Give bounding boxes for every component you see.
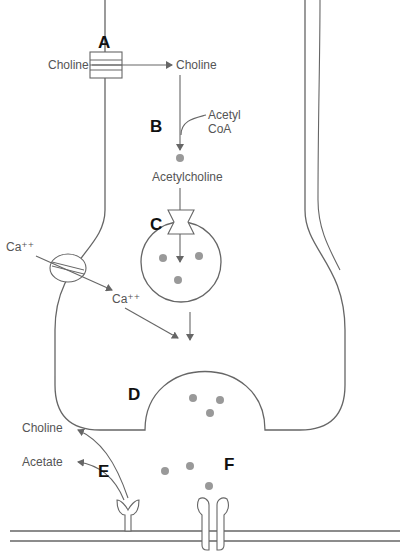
ion-text: Ca⁺⁺ [112,292,140,306]
product-text: Choline [22,421,63,435]
terminal-membrane [55,0,345,430]
molecule-text: Acetylcholine [152,170,223,184]
channel-line [52,262,84,270]
calcium-trigger-arrow [125,308,178,338]
inside-text: Choline [176,58,217,72]
vesicle-transporter [168,210,194,234]
acetylcholine-receptor [198,498,209,550]
acetylcholine-dot [189,394,197,402]
acetylcholine-dot [216,396,224,404]
acetate-exit-arrow [78,462,124,500]
terminal-membrane-outer [318,0,340,270]
acetylcholine-dot [186,462,194,470]
choline-uptake-arrow [92,64,172,65]
calcium-arrow [36,256,112,290]
acetylcholine-dot [195,252,203,260]
reagent-text: Acetyl CoA [208,108,250,136]
acetylcholine-dot [206,409,214,417]
acetylcoa-line [181,115,206,135]
acetylcholine-dot [161,467,169,475]
acetylcholine-dot [174,276,182,284]
acetylcholine-dot [159,254,167,262]
acetylcholine-receptor [217,498,228,550]
synthesis-line [179,75,180,150]
callout-letter: E [98,463,109,481]
callout-letter: C [150,216,162,234]
outside-text: Choline [48,58,89,72]
release-arrow [189,312,190,340]
callout-letter: F [224,456,234,474]
calcium-channel [50,254,86,282]
callout-letter: B [150,118,162,136]
acetylcholine-dot [205,482,213,490]
acetylcholine-dot [176,154,184,162]
callout-letter: A [98,34,110,52]
acetylcholinesterase-symbol [117,500,139,531]
ion-text: Ca⁺⁺ [6,240,34,254]
product-text: Acetate [22,455,63,469]
callout-letter: D [128,386,140,404]
